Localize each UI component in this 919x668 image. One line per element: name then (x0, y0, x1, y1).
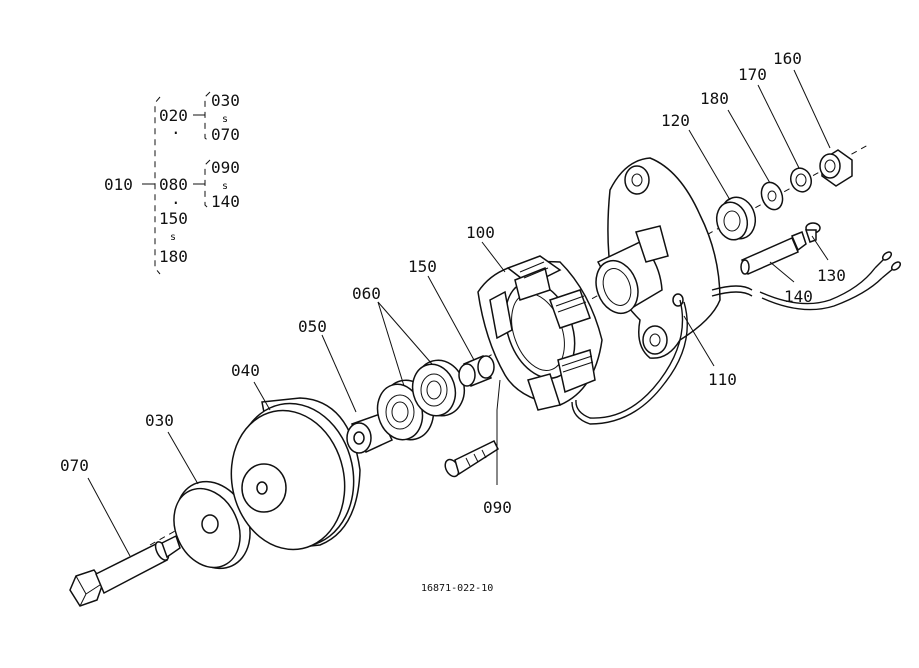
bolt-070 (69, 534, 181, 607)
part-label-160: 160 (773, 49, 802, 68)
drawing-reference: 16871-022-10 (421, 583, 493, 594)
part-label-060: 060 (352, 284, 381, 303)
collar-150 (458, 355, 495, 387)
part-label-150: 150 (408, 257, 437, 276)
tree-root-code: 010 (104, 175, 133, 194)
tree-range-sep: s (222, 114, 228, 125)
part-label-040: 040 (231, 361, 260, 380)
bearing-120 (715, 196, 757, 241)
nut-160 (819, 149, 853, 187)
spacer-050 (346, 413, 393, 454)
pulley-040 (230, 397, 361, 551)
screw-090 (444, 440, 499, 478)
leader-lines (87, 69, 831, 557)
tree-child-code: 090 (211, 158, 240, 177)
bearing-060 (411, 359, 466, 417)
part-label-050: 050 (298, 317, 327, 336)
regulator-140 (740, 231, 807, 275)
parts-tree: 010 020 . 030 s 070 080 . 090 s 140 150 … (104, 91, 240, 275)
tree-dot: . (171, 119, 181, 138)
tree-group-code: 020 (159, 106, 188, 125)
tree-group-code: 150 (159, 209, 188, 228)
part-label-180: 180 (700, 89, 729, 108)
tree-dot: . (171, 189, 181, 208)
part-label-100: 100 (466, 223, 495, 242)
lockwasher-170 (789, 167, 813, 193)
stator-100 (477, 255, 603, 411)
part-label-170: 170 (738, 65, 767, 84)
part-label-130: 130 (817, 266, 846, 285)
part-label-140: 140 (784, 287, 813, 306)
part-label-030: 030 (145, 411, 174, 430)
tree-child-code: 140 (211, 192, 240, 211)
tree-range-sep: s (222, 181, 228, 192)
tree-range-sep: s (170, 232, 176, 243)
washer-180 (760, 181, 784, 211)
tree-group-code: 080 (159, 175, 188, 194)
screw-130 (804, 222, 821, 243)
tree-child-code: 180 (159, 247, 188, 266)
part-label-090: 090 (483, 498, 512, 517)
part-label-070: 070 (60, 456, 89, 475)
part-label-120: 120 (661, 111, 690, 130)
wiring-harness (759, 251, 902, 311)
housing-110 (571, 157, 753, 425)
tree-child-code: 030 (211, 91, 240, 110)
tree-child-code: 070 (211, 125, 240, 144)
washer-030 (173, 480, 251, 570)
part-label-110: 110 (708, 370, 737, 389)
